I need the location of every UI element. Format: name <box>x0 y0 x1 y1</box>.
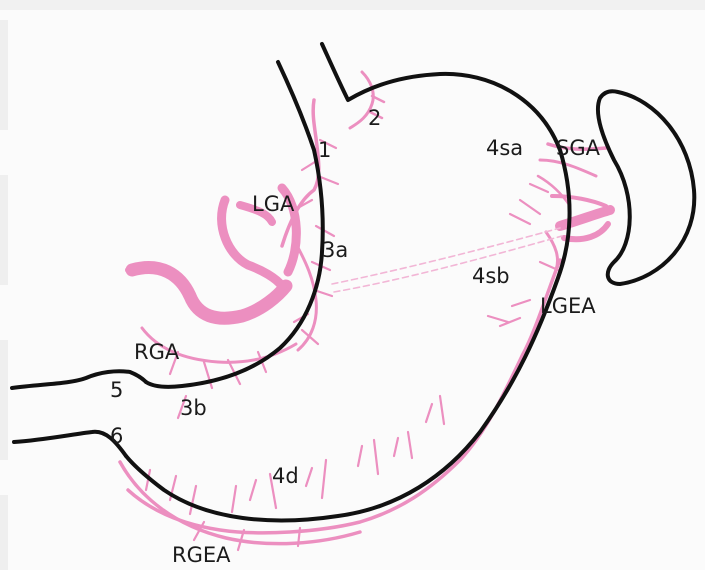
station-2-label: 2 <box>368 108 381 129</box>
station-3a-label: 3a <box>322 240 348 261</box>
spleen <box>598 91 694 284</box>
posterior-gastric-vessel <box>332 228 560 284</box>
station-4d-label: 4d <box>272 466 299 487</box>
station-3b-label: 3b <box>180 398 207 419</box>
station-5-label: 5 <box>110 380 123 401</box>
duodenum-upper-wall <box>12 371 146 388</box>
station-1-label: 1 <box>318 140 331 161</box>
station-4sb-label: 4sb <box>472 266 510 287</box>
sga-label: SGA <box>556 138 600 159</box>
lgea-label: LGEA <box>540 296 596 317</box>
station-6-label: 6 <box>110 426 123 447</box>
station-4sa-label: 4sa <box>486 138 523 159</box>
stomach-outline <box>12 44 694 520</box>
rga-label: RGA <box>134 342 179 363</box>
hepatic-artery-branch-2 <box>128 268 150 270</box>
arterial-network <box>120 72 610 550</box>
lga-label: LGA <box>252 194 294 215</box>
rgea-label: RGEA <box>172 545 231 566</box>
